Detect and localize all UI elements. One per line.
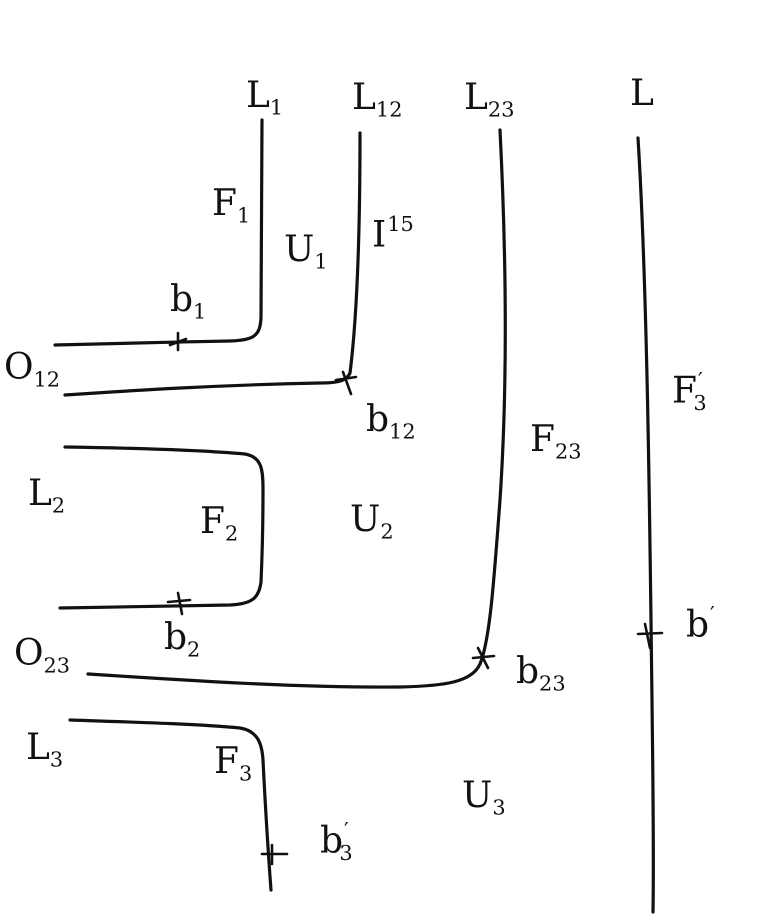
tick-b12: [334, 370, 358, 396]
label-main: b: [366, 399, 390, 440]
label-b3-prime: b′3: [320, 820, 353, 864]
label-f3: F3: [214, 744, 252, 784]
label-superscript: ′: [710, 602, 715, 626]
label-main: F: [212, 183, 237, 224]
label-main: O: [14, 633, 44, 674]
label-main: F: [200, 501, 225, 542]
label-subscript: 23: [539, 671, 566, 696]
label-b1: b1: [170, 282, 206, 322]
label-o23: O23: [14, 636, 70, 676]
label-subscript: 23: [487, 97, 515, 122]
label-main: L: [246, 75, 270, 116]
label-b2: b2: [164, 620, 200, 660]
curve-f3: [68, 718, 273, 892]
label-subscript: 3: [49, 747, 64, 772]
label-subscript: 1: [314, 249, 328, 274]
label-b12: b12: [366, 402, 416, 442]
label-u3: U3: [462, 778, 506, 818]
label-subscript: 3: [492, 795, 506, 820]
label-subscript: 23: [554, 439, 582, 464]
curve-f1: [53, 118, 264, 347]
label-main: b: [516, 651, 540, 692]
label-f3-prime: F′3: [672, 370, 707, 414]
label-subscript: 2: [187, 637, 201, 662]
label-l1: L1: [246, 78, 283, 118]
label-subscript: 1: [193, 299, 207, 324]
label-b-prime: b′: [686, 604, 715, 644]
label-subscript: 2: [224, 521, 239, 546]
tick-b1: [168, 331, 188, 352]
label-main: L: [352, 77, 376, 118]
label-main: F: [672, 370, 697, 412]
label-main: b: [686, 604, 710, 646]
label-o12: O12: [4, 350, 60, 390]
curve-l12: [63, 131, 362, 397]
label-i15: I15: [372, 214, 414, 254]
label-subscript: 12: [33, 367, 61, 392]
label-main: F: [214, 741, 239, 782]
label-l2: L2: [28, 476, 65, 516]
label-u1: U1: [284, 232, 328, 272]
label-f2: F2: [200, 504, 238, 544]
curve-f2: [58, 445, 265, 610]
label-subscript: 12: [375, 97, 403, 122]
label-main: L: [464, 77, 488, 118]
label-subscript: 1: [236, 203, 251, 228]
label-f23: F23: [530, 422, 582, 462]
label-superscript: ′: [344, 818, 349, 842]
curve-l23: [86, 128, 507, 689]
label-main: b: [320, 820, 344, 862]
label-subscript: 1: [269, 95, 284, 120]
label-main: U: [462, 775, 493, 816]
tick-b2: [166, 591, 192, 616]
label-b23: b23: [516, 654, 566, 694]
tick-b3p: [260, 843, 289, 866]
label-subscript: 2: [380, 519, 394, 544]
label-main: U: [350, 499, 381, 540]
label-main: O: [4, 347, 34, 388]
curve-l: [636, 136, 656, 914]
label-subscript: 3: [238, 761, 253, 786]
label-main: L: [28, 473, 52, 514]
label-l23: L23: [464, 80, 514, 120]
label-subscript: 23: [43, 653, 71, 678]
label-f1: F1: [212, 186, 250, 226]
label-main: F: [530, 419, 555, 460]
label-l12: L12: [352, 80, 402, 120]
label-main: L: [630, 73, 654, 114]
tick-b23: [471, 646, 496, 670]
label-u2: U2: [350, 502, 394, 542]
label-superscript: ′: [697, 368, 703, 392]
label-main: b: [164, 617, 188, 658]
label-l: L: [630, 76, 654, 112]
label-subscript: 12: [389, 419, 416, 444]
label-main: I: [372, 214, 387, 256]
label-subscript: 3: [693, 390, 707, 415]
label-main: U: [284, 229, 315, 270]
label-l3: L3: [26, 730, 63, 770]
label-main: b: [170, 279, 194, 320]
label-superscript: 15: [387, 212, 414, 236]
label-subscript: 3: [339, 840, 353, 865]
tick-bp: [636, 622, 664, 650]
label-main: L: [26, 727, 50, 768]
label-subscript: 2: [51, 493, 66, 518]
